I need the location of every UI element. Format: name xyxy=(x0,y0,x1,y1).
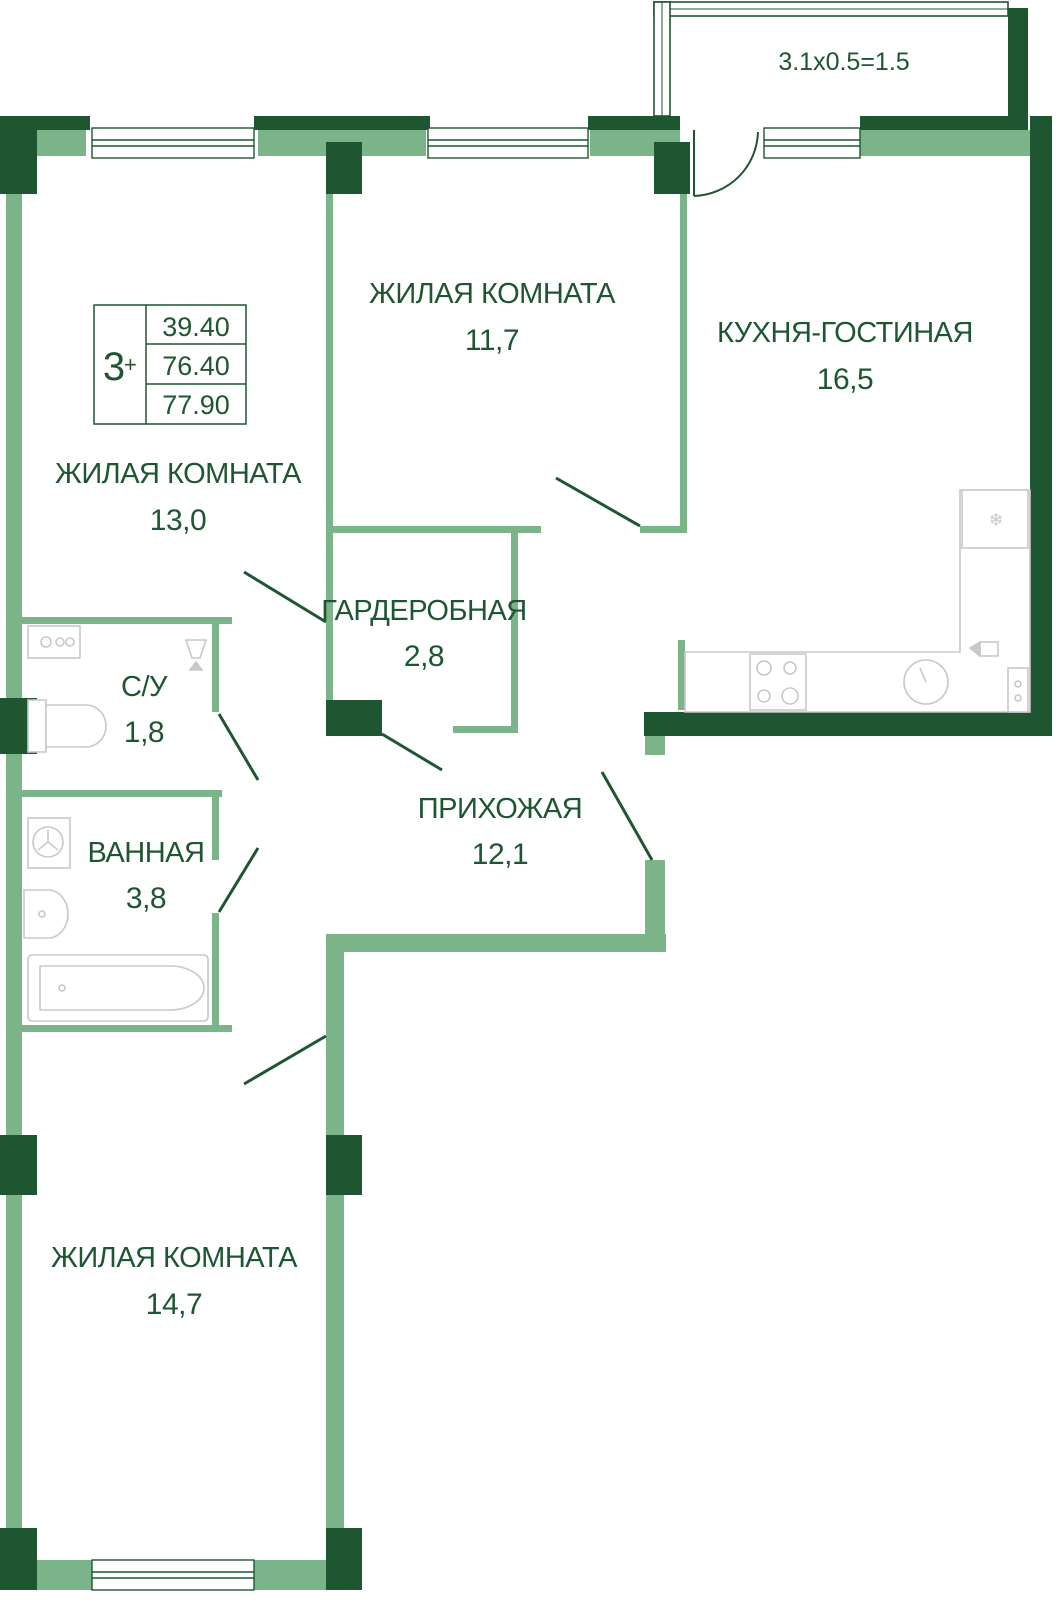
room-area-bath: 3,8 xyxy=(126,882,166,915)
door-bedroom-14 xyxy=(243,1034,327,1086)
room-area-hall: 12,1 xyxy=(472,838,528,871)
fridge xyxy=(961,489,1029,549)
dark-walls xyxy=(0,8,1052,1590)
door-wc xyxy=(217,713,260,781)
window-bedroom-11 xyxy=(427,127,589,159)
room-area-bedroom-13: 13,0 xyxy=(150,504,206,537)
room-area-wardrobe: 2,8 xyxy=(404,640,444,673)
window-kitchen xyxy=(763,127,861,159)
window-bedroom-14 xyxy=(91,1559,255,1591)
door-kitchen xyxy=(600,771,654,861)
room-name-wardrobe: ГАРДЕРОБНАЯ xyxy=(321,595,527,627)
room-area-bedroom-14: 14,7 xyxy=(146,1288,202,1321)
room-name-bath: ВАННАЯ xyxy=(88,837,205,869)
area-summary: 3 + 39.40 76.40 77.90 xyxy=(93,304,247,425)
room-name-hall: ПРИХОЖАЯ xyxy=(418,793,582,825)
dishwasher xyxy=(1007,667,1029,713)
hob xyxy=(749,653,807,711)
door-bedroom-13 xyxy=(243,570,327,624)
door-wardrobe xyxy=(381,732,443,772)
boiler xyxy=(979,641,999,657)
room-name-bedroom-13: ЖИЛАЯ КОМНАТА xyxy=(55,458,302,490)
svg-text:❄: ❄ xyxy=(988,510,1003,531)
room-area-kitchen: 16,5 xyxy=(817,363,873,396)
room-area-bedroom-11: 11,7 xyxy=(465,324,519,357)
shower-fixture xyxy=(184,639,208,659)
room-area-wc: 1,8 xyxy=(124,716,164,749)
room-name-bedroom-14: ЖИЛАЯ КОМНАТА xyxy=(51,1242,298,1274)
room-labels: ЖИЛАЯ КОМНАТА 13,0 ЖИЛАЯ КОМНАТА 11,7 КУ… xyxy=(51,278,973,1321)
room-count: 3 xyxy=(103,345,125,389)
bath-sink xyxy=(23,889,69,939)
door-bath xyxy=(217,847,260,913)
fixtures: ❄ xyxy=(23,489,1031,1022)
total-area-with-balcony-value: 77.90 xyxy=(162,390,230,420)
windows xyxy=(91,127,861,1591)
living-area-value: 39.40 xyxy=(162,312,230,342)
window-bedroom-13 xyxy=(91,127,255,159)
toilet xyxy=(27,699,47,753)
room-name-kitchen: КУХНЯ-ГОСТИНАЯ xyxy=(717,317,973,349)
room-name-bedroom-11: ЖИЛАЯ КОМНАТА xyxy=(369,278,616,310)
room-name-wc: С/У xyxy=(121,671,168,703)
room-count-suffix: + xyxy=(124,352,137,377)
balcony: 3.1x0.5=1.5 xyxy=(653,1,1009,197)
doors xyxy=(217,476,654,1086)
balcony-area-label: 3.1x0.5=1.5 xyxy=(778,48,909,76)
door-bedroom-11 xyxy=(555,476,641,528)
total-area-value: 76.40 xyxy=(162,351,230,381)
